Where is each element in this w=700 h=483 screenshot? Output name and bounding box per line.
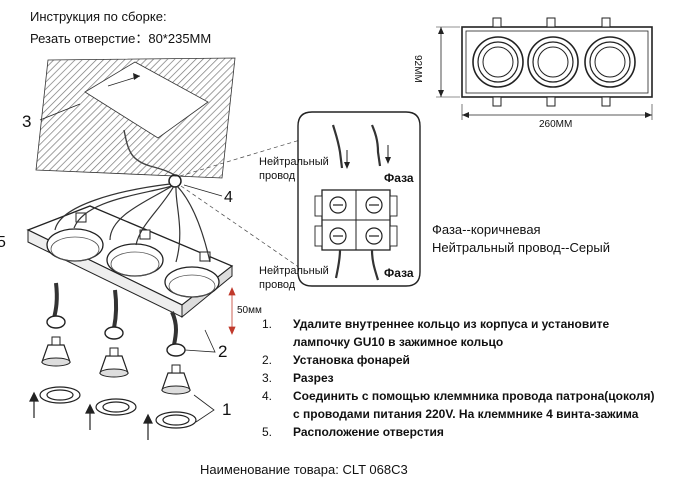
callout-5: 5 [0,234,6,251]
gu10-sockets [46,282,186,357]
step-item: 1. Удалите внутреннее кольцо из корпуса и… [262,315,662,351]
step-number: 4. [262,389,273,403]
step-text: Установка фонарей [293,353,410,367]
terminal-phase-top-label: Фаза [384,171,414,185]
step-number: 3. [262,371,273,385]
terminal-phase-bottom-label: Фаза [384,266,414,280]
callout-3: 3 [22,112,32,131]
cut-hole-size: Резать отверстие：80*235MM [30,31,212,46]
callout-4: 4 [224,189,233,206]
fixture-housing [26,205,234,319]
instruction-title: Инструкция по сборке: [30,9,167,24]
step-text: Удалите внутреннее кольцо из корпуса и у… [293,317,610,349]
step-text: Соединить с помощью клеммника провода па… [293,389,655,421]
depth-dimension-label: 50мм [237,305,262,316]
step-number: 5. [262,425,273,439]
terminal-neutral-top-label: Нейтральный провод [259,156,329,182]
step-number: 2. [262,353,273,367]
assembly-steps: 1. Удалите внутреннее кольцо из корпуса и… [262,315,662,441]
step-number: 1. [262,317,273,331]
step-text: Разрез [293,371,334,385]
terminal-detail-box [297,111,421,287]
legend-neutral: Нейтральный провод--Серый [432,240,610,255]
gu10-lamps [41,336,191,395]
product-name: Наименование товара: CLT 068C3 [200,462,408,477]
front-view [436,17,653,120]
step-item: 5. Расположение отверстия [262,423,662,441]
step-item: 2. Установка фонарей [262,351,662,369]
clamp-rings [39,386,197,429]
width-dimension-label: 260MM [539,119,573,130]
height-dimension-label: 92MM [412,55,423,83]
legend-phase: Фаза--коричневая [432,222,541,237]
callout-1: 1 [222,400,232,419]
ceiling-cutout [35,57,236,179]
callout-2: 2 [218,342,228,361]
step-item: 3. Разрез [262,369,662,387]
step-item: 4. Соединить с помощью клеммника провода … [262,387,662,423]
terminal-neutral-bottom-label: Нейтральный провод [259,265,329,291]
step-text: Расположение отверстия [293,425,444,439]
